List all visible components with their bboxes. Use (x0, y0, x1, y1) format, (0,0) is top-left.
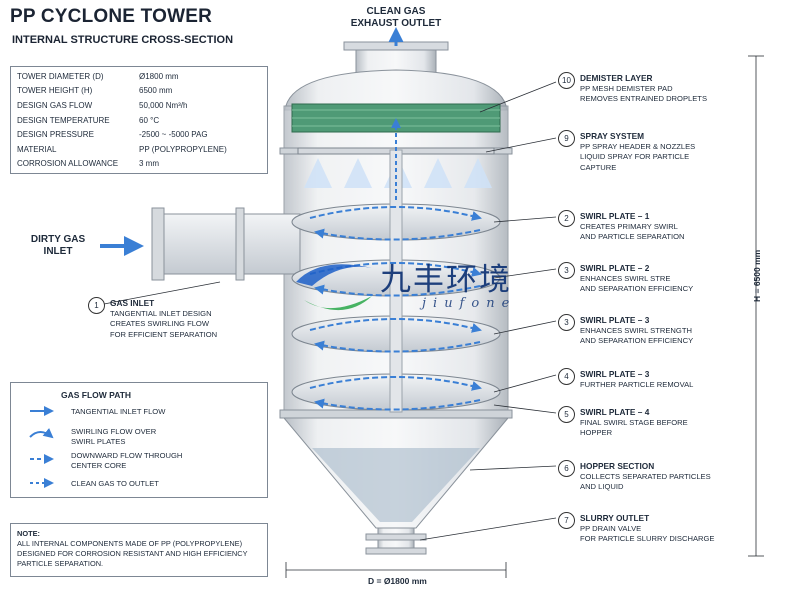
callout-text: FURTHER PARTICLE REMOVAL (580, 379, 694, 389)
swirl-plates (291, 149, 501, 413)
height-dimension-label: H = 6500 mm (752, 249, 762, 302)
callout-title: SLURRY OUTLET (580, 513, 650, 523)
spec-label: CORROSION ALLOWANCE (17, 159, 119, 169)
spec-row: TOWER HEIGHT (H) 6500 mm (17, 84, 261, 99)
callout-text: TANGENTIAL INLET DESIGN CREATES SWIRLING… (110, 308, 218, 339)
spec-row: TOWER DIAMETER (D) Ø1800 mm (17, 69, 261, 84)
gas-flow-legend: GAS FLOW PATH TANGENTIAL INLET FLOW SWIR… (10, 382, 268, 498)
callout-title: SPRAY SYSTEM (580, 131, 645, 141)
callout-number: 10 (558, 72, 575, 89)
legend-item: CLEAN GAS TO OUTLET (71, 479, 159, 488)
legend-item: TANGENTIAL INLET FLOW (71, 407, 166, 416)
legend-icons (29, 406, 54, 488)
callout-number: 4 (558, 368, 575, 385)
spec-row: CORROSION ALLOWANCE 3 mm (17, 157, 261, 172)
legend-item: DOWNWARD FLOW THROUGH CENTER CORE (71, 451, 183, 470)
callout-text: CREATES PRIMARY SWIRL AND PARTICLE SEPAR… (580, 221, 685, 242)
callout-title: SWIRL PLATE – 3 (580, 315, 650, 325)
legend-item: SWIRLING FLOW OVER SWIRL PLATES (71, 427, 157, 446)
clean-gas-label: CLEAN GAS EXHAUST OUTLET (350, 6, 442, 29)
callout-number: 6 (558, 460, 575, 477)
spec-label: DESIGN GAS FLOW (17, 100, 93, 110)
callout-text: COLLECTS SEPARATED PARTICLES AND LIQUID (580, 471, 711, 492)
spec-label: TOWER DIAMETER (D) (17, 71, 104, 81)
spec-value: 50,000 Nm³/h (139, 100, 188, 110)
spec-label: DESIGN TEMPERATURE (17, 115, 110, 125)
dirty-gas-label: DIRTY GAS INLET (30, 234, 86, 257)
callout-text: FINAL SWIRL STAGE BEFORE HOPPER (580, 417, 688, 438)
inlet-duct (151, 207, 301, 281)
gas-inlet-callout: GAS INLET TANGENTIAL INLET DESIGN CREATE… (110, 298, 270, 340)
page-subtitle: INTERNAL STRUCTURE CROSS-SECTION (12, 34, 234, 46)
dimension-lines (285, 55, 764, 578)
callout-number: 5 (558, 406, 575, 423)
page-title: PP CYCLONE TOWER (10, 6, 213, 27)
spec-value: 60 °C (139, 115, 160, 125)
callout-text: ENHANCES SWIRL STRENGTH AND SEPARATION E… (580, 325, 694, 346)
legend-title: GAS FLOW PATH (61, 390, 132, 400)
callout-title: GAS INLET (110, 298, 155, 308)
callout-title: DEMISTER LAYER (580, 73, 653, 83)
note-box: NOTE: ALL INTERNAL COMPONENTS MADE OF PP… (10, 523, 268, 577)
tower-dome (284, 69, 508, 111)
spec-row: DESIGN GAS FLOW 50,000 Nm³/h (17, 98, 261, 113)
callout-title: HOPPER SECTION (580, 461, 655, 471)
callout-text: PP MESH DEMISTER PAD REMOVES ENTRAINED D… (580, 83, 708, 104)
note-heading: NOTE: (17, 529, 40, 538)
spec-value: PP (POLYPROPYLENE) (139, 144, 227, 154)
diameter-dimension-label: D = Ø1800 mm (368, 576, 427, 586)
callout-number: 1 (88, 297, 105, 314)
slurry-drain (365, 527, 427, 555)
watermark-english: jiufone (422, 296, 517, 311)
note-text: ALL INTERNAL COMPONENTS MADE OF PP (POLY… (17, 539, 248, 568)
spec-label: MATERIAL (17, 144, 57, 154)
spec-value: Ø1800 mm (139, 71, 179, 81)
callout-title: SWIRL PLATE – 1 (580, 211, 650, 221)
spec-value: -2500 ~ -5000 PAG (139, 130, 208, 140)
spec-row: DESIGN TEMPERATURE 60 °C (17, 113, 261, 128)
callout-number: 9 (558, 130, 575, 147)
spec-row: MATERIAL PP (POLYPROPYLENE) (17, 142, 261, 157)
hopper-cone (282, 417, 510, 529)
spec-label: DESIGN PRESSURE (17, 130, 94, 140)
callout-number: 7 (558, 512, 575, 529)
watermark-logo (296, 264, 372, 311)
callout-title: SWIRL PLATE – 4 (580, 407, 650, 417)
callout-number: 3 (558, 262, 575, 279)
spec-row: DESIGN PRESSURE -2500 ~ -5000 PAG (17, 127, 261, 142)
callout-number: 3 (558, 314, 575, 331)
callout-title: SWIRL PLATE – 3 (580, 369, 650, 379)
callout-text: PP SPRAY HEADER & NOZZLES LIQUID SPRAY F… (580, 141, 696, 172)
callout-leader-lines (103, 81, 557, 541)
spec-table: TOWER DIAMETER (D) Ø1800 mm TOWER HEIGHT (… (10, 66, 268, 175)
callout-text: PP DRAIN VALVE FOR PARTICLE SLURRY DISCH… (580, 523, 715, 544)
callout-text: ENHANCES SWIRL STRE AND SEPARATION EFFIC… (580, 273, 694, 294)
spec-label: TOWER HEIGHT (H) (17, 86, 93, 96)
callout-title: SWIRL PLATE – 2 (580, 263, 650, 273)
callout-number: 2 (558, 210, 575, 227)
spec-value: 6500 mm (139, 86, 173, 96)
watermark-chinese: 九丰环境 (380, 262, 512, 297)
spec-value: 3 mm (139, 159, 159, 169)
